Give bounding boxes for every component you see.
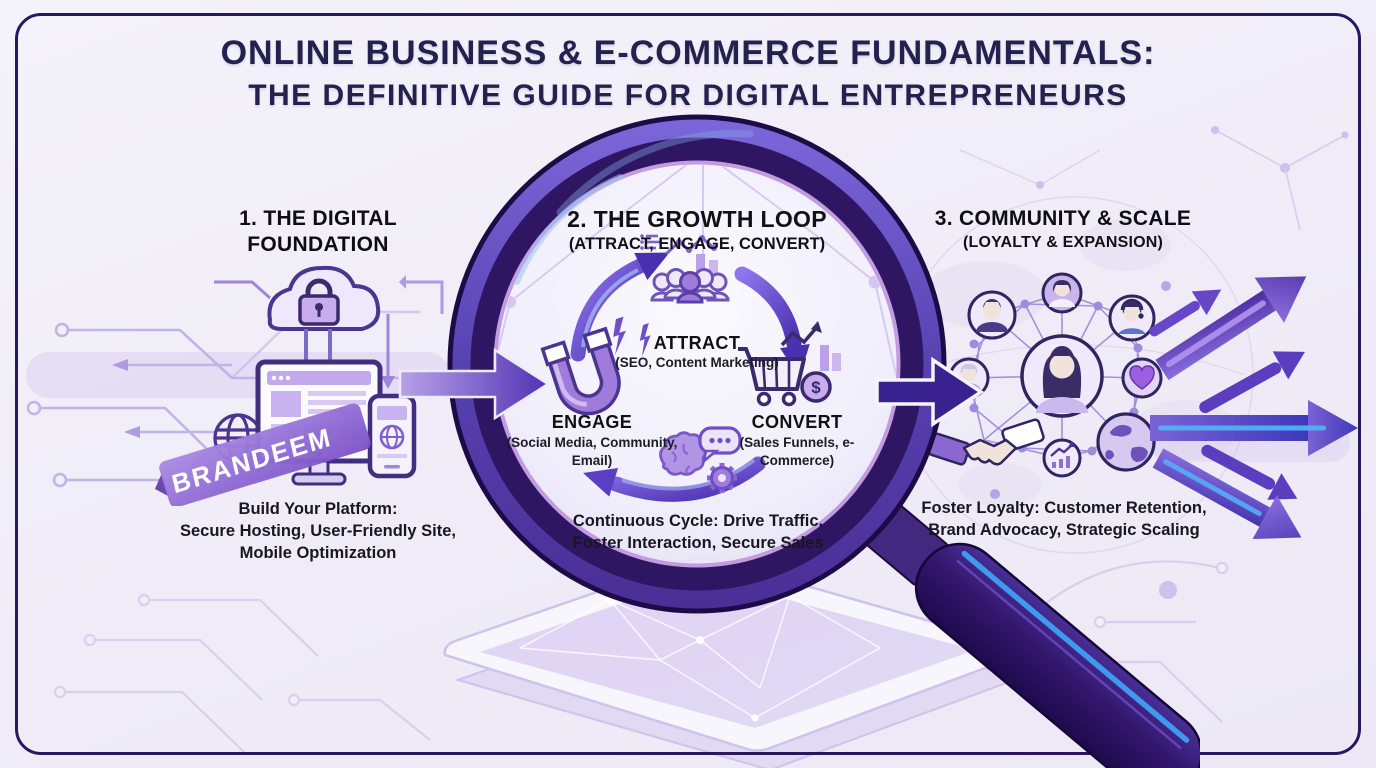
arrow-big-up-right bbox=[1155, 276, 1307, 381]
heart-icon bbox=[1121, 357, 1163, 399]
avatar-support-agent bbox=[1108, 294, 1156, 342]
section-3-title: 3. COMMUNITY & SCALE bbox=[934, 207, 1192, 230]
growth-loop-caption-lead: Continuous Cycle: bbox=[572, 512, 719, 530]
flow-arrow-1 bbox=[398, 347, 551, 421]
avatar-man bbox=[967, 290, 1017, 340]
connector-lines bbox=[214, 275, 444, 389]
engage-label: ENGAGE bbox=[551, 412, 633, 432]
arrow-big-right bbox=[1150, 400, 1358, 456]
dollar-symbol: $ bbox=[811, 378, 821, 397]
section-3-heading: 3. COMMUNITY & SCALE (LOYALTY & EXPANSIO… bbox=[913, 206, 1213, 252]
page-title: ONLINE BUSINESS & E-COMMERCE FUNDAMENTAL… bbox=[0, 34, 1376, 113]
avatar-center-woman bbox=[1020, 334, 1104, 418]
arrow-small-down bbox=[1201, 444, 1298, 500]
brain-chat-gear-icon bbox=[659, 426, 742, 493]
section-2-title: 2. THE GROWTH LOOP bbox=[567, 206, 827, 232]
flow-arrow-2 bbox=[875, 356, 985, 428]
convert-label: CONVERT bbox=[751, 412, 843, 432]
arrow-thin-up-right bbox=[1199, 351, 1305, 414]
platform bbox=[443, 556, 1024, 768]
foundation-caption-lead: Build Your Platform: bbox=[238, 500, 398, 518]
expansion-arrows bbox=[1149, 276, 1358, 540]
section-3-subtitle: (LOYALTY & EXPANSION) bbox=[962, 233, 1164, 251]
community-network-illustration bbox=[927, 272, 1171, 499]
digital-foundation-illustration: BRANDEEM bbox=[154, 265, 444, 506]
attract-detail: (SEO, Content Marketing) bbox=[615, 355, 779, 370]
title-line-2: THE DEFINITIVE GUIDE FOR DIGITAL ENTREPR… bbox=[248, 79, 1128, 112]
cloud-lock-icon bbox=[267, 265, 381, 360]
community-caption-lead: Foster Loyalty: bbox=[921, 499, 1040, 517]
growth-loop-caption: Continuous Cycle: Drive Traffic, Foster … bbox=[559, 511, 837, 555]
convert-detail: (Sales Funnels, e-Commerce) bbox=[739, 435, 855, 468]
attract-label: ATTRACT bbox=[653, 333, 741, 353]
magnifier: $ bbox=[447, 114, 1200, 768]
network-nodes bbox=[969, 281, 1171, 499]
world-globe-icon bbox=[1096, 412, 1156, 472]
attract-audience-icon bbox=[640, 234, 730, 304]
smartphone-icon bbox=[367, 393, 417, 479]
growth-loop-caption-rest: Drive Traffic, Foster Interaction, Secur… bbox=[572, 512, 824, 552]
avatar-woman-top bbox=[1041, 272, 1083, 314]
arrow-small-up bbox=[1149, 289, 1222, 337]
foundation-caption-rest: Secure Hosting, User-Friendly Site, Mobi… bbox=[180, 521, 456, 562]
arrow-big-down-right bbox=[1152, 448, 1302, 540]
title-line-1: ONLINE BUSINESS & E-COMMERCE FUNDAMENTAL… bbox=[220, 34, 1156, 72]
engage-detail: (Social Media, Community, Email) bbox=[506, 435, 678, 468]
growth-chart-icon bbox=[1042, 438, 1082, 478]
community-caption: Foster Loyalty: Customer Retention, Bran… bbox=[915, 498, 1213, 542]
section-2-heading: 2. THE GROWTH LOOP (ATTRACT, ENGAGE, CON… bbox=[527, 206, 867, 254]
community-caption-rest: Customer Retention, Brand Advocacy, Stra… bbox=[928, 499, 1207, 539]
top-right-mesh bbox=[959, 126, 1349, 231]
magnifier-glass bbox=[496, 163, 898, 565]
convert-cart-icon: $ bbox=[738, 321, 841, 407]
section-2-subtitle: (ATTRACT, ENGAGE, CONVERT) bbox=[568, 235, 826, 253]
foundation-caption: Build Your Platform: Secure Hosting, Use… bbox=[163, 499, 473, 564]
section-1-heading: 1. THE DIGITAL FOUNDATION bbox=[239, 207, 397, 256]
engage-magnet-icon bbox=[540, 316, 651, 416]
